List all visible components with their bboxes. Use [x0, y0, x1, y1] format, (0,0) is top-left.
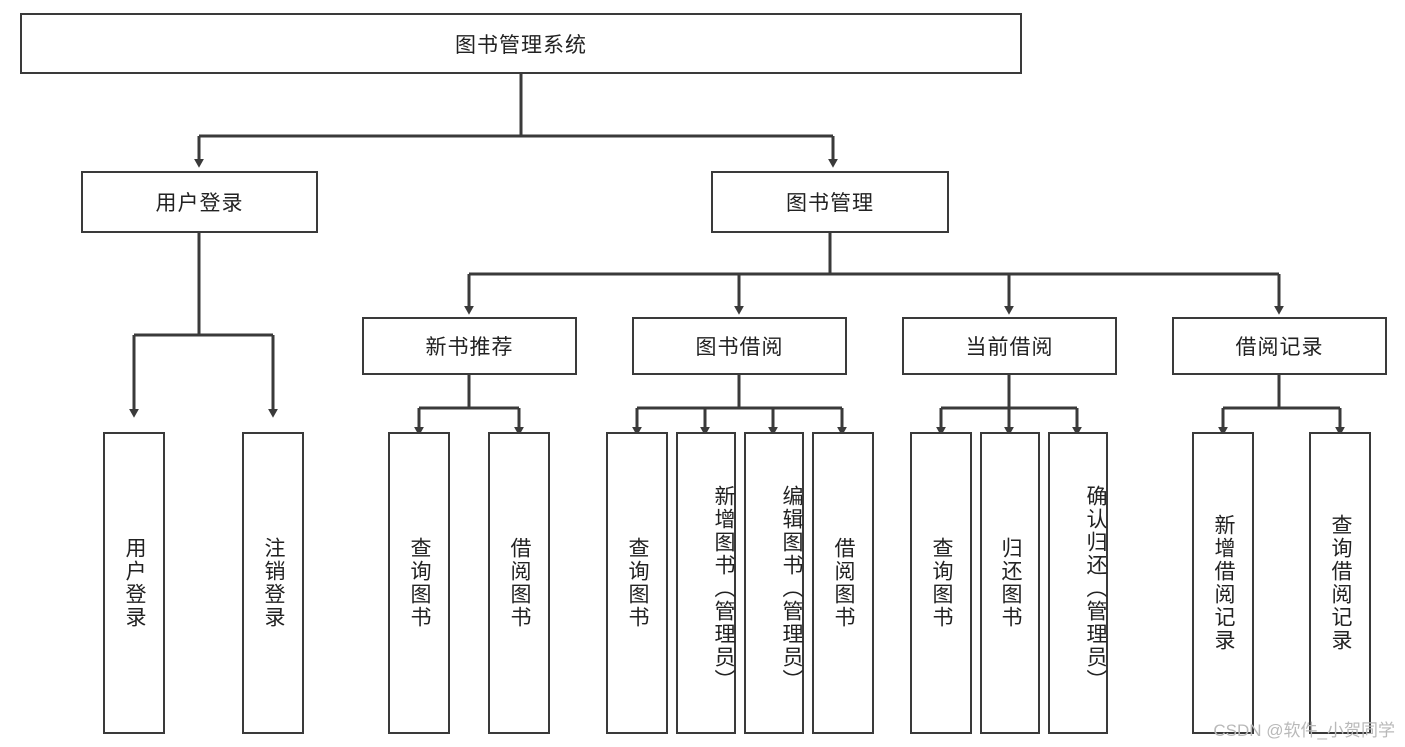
node-label: 确认归还（管理员）	[1084, 484, 1107, 692]
node-label: 查询借阅记录	[1329, 514, 1353, 652]
node-label: 编辑图书（管理员）	[780, 484, 803, 692]
node-label: 查询图书	[408, 537, 432, 629]
node-leaf-query-book-3[interactable]: 查询图书	[910, 432, 972, 734]
node-label: 借阅图书	[832, 537, 856, 629]
node-leaf-borrow-book-2[interactable]: 借阅图书	[812, 432, 874, 734]
node-leaf-return-book[interactable]: 归还图书	[980, 432, 1040, 734]
node-label: 归还图书	[999, 537, 1023, 629]
node-label: 新书推荐	[425, 336, 514, 359]
node-label: 图书借阅	[695, 336, 784, 359]
node-label: 用户登录	[123, 537, 147, 629]
node-leaf-edit-book[interactable]: 编辑图书（管理员）	[744, 432, 804, 734]
node-user-login[interactable]: 用户登录	[81, 171, 318, 233]
node-label: 借阅记录	[1235, 336, 1324, 359]
node-label: 注销登录	[262, 537, 286, 629]
node-leaf-user-login[interactable]: 用户登录	[103, 432, 165, 734]
node-label: 新增图书（管理员）	[712, 484, 735, 692]
node-leaf-borrow-book-1[interactable]: 借阅图书	[488, 432, 550, 734]
node-leaf-add-book[interactable]: 新增图书（管理员）	[676, 432, 736, 734]
node-label: 图书管理系统	[455, 33, 587, 57]
node-book-borrow[interactable]: 图书借阅	[632, 317, 847, 375]
node-root-book-management-system[interactable]: 图书管理系统	[20, 13, 1022, 74]
node-leaf-query-book-1[interactable]: 查询图书	[388, 432, 450, 734]
node-label: 新增借阅记录	[1212, 514, 1236, 652]
node-label: 借阅图书	[508, 537, 532, 629]
node-leaf-add-record[interactable]: 新增借阅记录	[1192, 432, 1254, 734]
node-book-management[interactable]: 图书管理	[711, 171, 949, 233]
node-label: 用户登录	[155, 192, 244, 215]
node-label: 当前借阅	[965, 336, 1054, 359]
node-label: 查询图书	[930, 537, 954, 629]
node-leaf-query-book-2[interactable]: 查询图书	[606, 432, 668, 734]
node-borrow-record[interactable]: 借阅记录	[1172, 317, 1387, 375]
node-leaf-query-record[interactable]: 查询借阅记录	[1309, 432, 1371, 734]
node-label: 图书管理	[786, 192, 874, 215]
node-new-book-recommend[interactable]: 新书推荐	[362, 317, 577, 375]
node-label: 查询图书	[626, 537, 650, 629]
node-current-borrow[interactable]: 当前借阅	[902, 317, 1117, 375]
node-leaf-confirm-return[interactable]: 确认归还（管理员）	[1048, 432, 1108, 734]
node-leaf-logout-login[interactable]: 注销登录	[242, 432, 304, 734]
